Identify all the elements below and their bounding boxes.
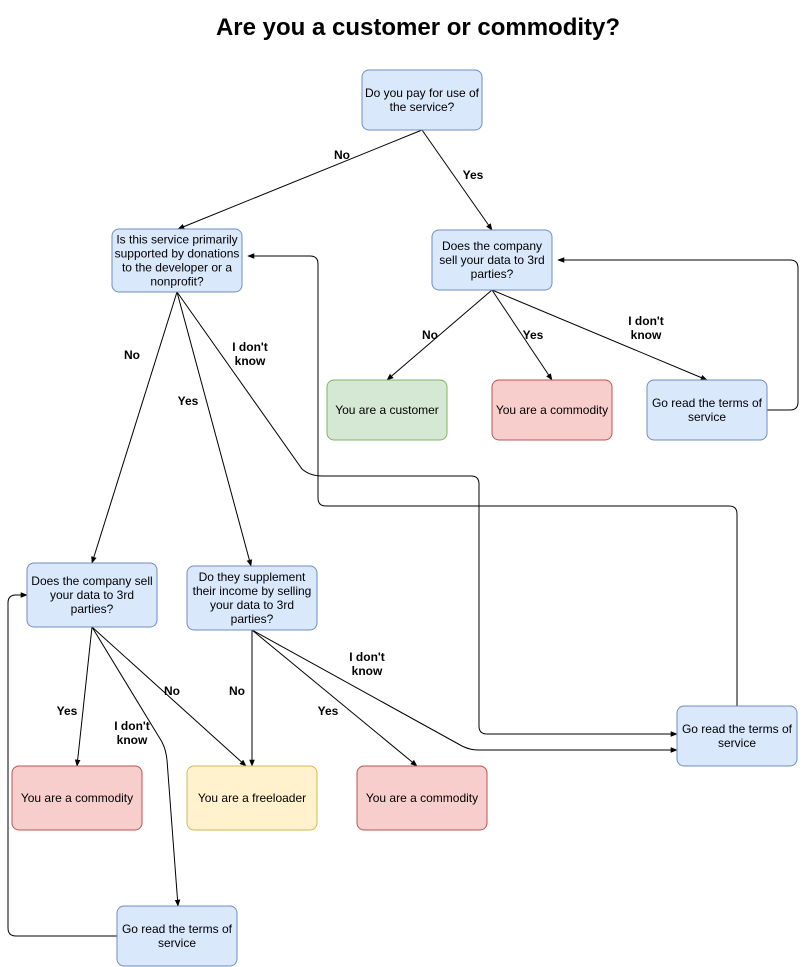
edge-label-donations-yes: Yes <box>178 394 199 408</box>
node-box <box>326 379 448 441</box>
node-commodity-paid: You are a commodity <box>491 379 613 441</box>
node-text-line: to the developer or a <box>122 261 232 275</box>
edge-label-supplement-yes: Yes <box>318 704 339 718</box>
node-text-line: service <box>718 736 756 750</box>
node-text-line: the service? <box>390 100 455 114</box>
node-text-line: Does the company <box>442 239 542 253</box>
edge-label-sellfree-idk: I don't <box>114 719 150 733</box>
node-text-line: nonprofit? <box>150 275 204 289</box>
node-commodity-supplement: You are a commodity <box>356 765 488 831</box>
edge-label-sellfree-yes: Yes <box>57 704 78 718</box>
node-text-line: Does the company sell <box>31 574 152 588</box>
node-box <box>646 379 768 441</box>
edges-layer <box>7 129 799 937</box>
node-text-line: parties? <box>231 612 274 626</box>
edge-donations-no <box>91 291 178 564</box>
edge-label-sellpaid-idk: I don't <box>628 314 664 328</box>
edge-label-supplement-idk: I don't <box>349 650 385 664</box>
edge-label-sellpaid-idk: know <box>631 328 662 342</box>
node-box <box>186 565 318 631</box>
node-box <box>26 562 158 628</box>
node-customer: You are a customer <box>326 379 448 441</box>
node-box <box>116 905 238 967</box>
edge-label-donations-idk: I don't <box>232 340 268 354</box>
node-text-line: parties? <box>471 267 514 281</box>
edge-sellpaid-idk <box>491 289 708 381</box>
node-text-line: sell your data to 3rd <box>439 253 544 267</box>
node-text-line: Go read the terms of <box>122 922 233 936</box>
edge-label-sellfree-idk: know <box>117 733 148 747</box>
node-freeloader: You are a freeloader <box>186 765 318 831</box>
node-box <box>111 228 243 293</box>
edge-label-sellfree-no: No <box>164 684 180 698</box>
edge-sellfree-idk <box>91 626 181 907</box>
node-text-line: your data to 3rd <box>210 598 294 612</box>
node-box <box>361 69 483 131</box>
node-text-line: service <box>158 936 196 950</box>
edge-termspaid-back <box>557 257 799 411</box>
edge-label-pay-no: No <box>334 148 350 162</box>
edge-label-sellpaid-no: No <box>422 328 438 342</box>
edge-termsdonation-back <box>247 253 738 706</box>
node-text-line: supported by donations <box>115 247 240 261</box>
edge-sellpaid-no <box>386 289 493 381</box>
node-text-line: Do they supplement <box>199 570 306 584</box>
node-text-line: Go read the terms of <box>682 722 793 736</box>
node-box <box>11 765 143 831</box>
edge-label-sellpaid-yes: Yes <box>523 328 544 342</box>
diagram-title: Are you a customer or commodity? <box>215 14 621 41</box>
edge-supplement-yes <box>251 629 418 767</box>
node-text-line: parties? <box>71 602 114 616</box>
node-box <box>491 379 613 441</box>
node-box <box>356 765 488 831</box>
node-text-line: You are a commodity <box>496 403 608 417</box>
node-text-line: Do you pay for use of <box>365 86 480 100</box>
edge-label-supplement-idk: know <box>352 664 383 678</box>
node-text-line: You are a freeloader <box>198 791 306 805</box>
edge-pay-yes <box>421 129 493 231</box>
edge-sellfree-yes <box>74 626 93 767</box>
node-box <box>676 705 798 767</box>
node-box <box>186 765 318 831</box>
node-text-line: You are a commodity <box>21 791 133 805</box>
edge-supplement-idk <box>251 629 678 753</box>
edge-sellfree-no <box>91 626 247 767</box>
edge-pay-no <box>177 129 423 230</box>
edge-label-supplement-no: No <box>229 684 245 698</box>
edge-termsfree-back <box>7 592 117 937</box>
edge-label-pay-yes: Yes <box>463 168 484 182</box>
edge-donations-idk <box>176 291 678 737</box>
edge-sellpaid-yes <box>491 289 553 381</box>
node-text-line: Go read the terms of <box>652 396 763 410</box>
edge-donations-yes <box>176 291 253 567</box>
node-text-line: You are a customer <box>335 403 439 417</box>
node-text-line: Is this service primarily <box>116 233 237 247</box>
node-text-line: their income by selling <box>193 584 312 598</box>
node-box <box>431 229 553 291</box>
node-text-line: You are a commodity <box>366 791 478 805</box>
node-text-line: your data to 3rd <box>50 588 134 602</box>
edge-label-donations-idk: know <box>235 354 266 368</box>
node-commodity-free: You are a commodity <box>11 765 143 831</box>
edge-label-donations-no: No <box>124 348 140 362</box>
node-text-line: service <box>688 410 726 424</box>
